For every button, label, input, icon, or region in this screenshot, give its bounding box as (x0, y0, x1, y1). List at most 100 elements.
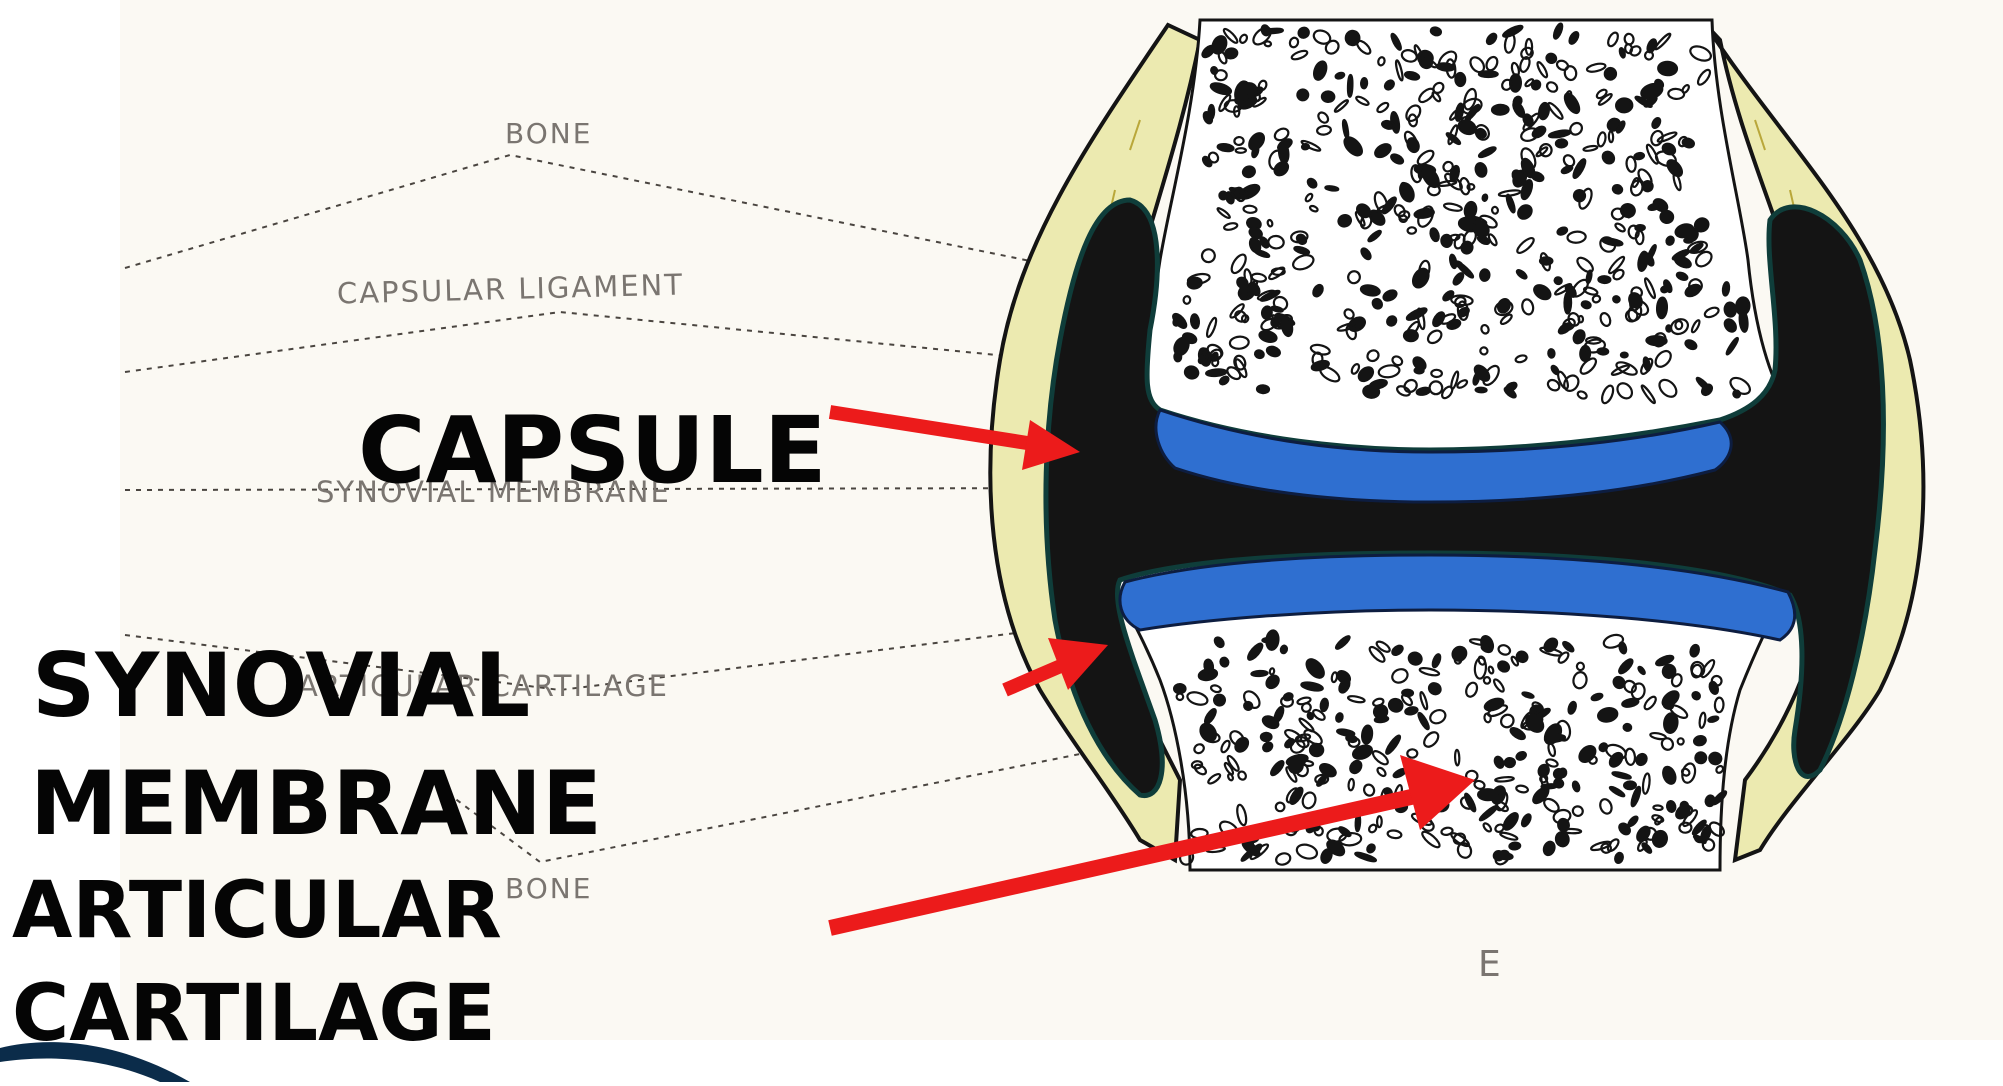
trabecula-speck (1627, 815, 1639, 828)
trabecula-speck (1349, 759, 1363, 775)
trabecula-speck (1502, 812, 1519, 831)
trabecula-speck (1394, 59, 1404, 82)
trabecula-speck (1277, 138, 1293, 152)
trabecula-speck (1495, 791, 1509, 812)
trabecula-speck (1543, 637, 1559, 653)
trabecula-speck (1173, 682, 1187, 695)
trabecula-speck (1454, 71, 1467, 88)
trabecula-speck (1403, 130, 1419, 151)
trabecula-speck (1651, 814, 1665, 824)
trabecula-speck (1466, 182, 1476, 191)
trabecula-speck (1703, 306, 1720, 319)
trabecula-speck (1572, 329, 1586, 345)
trabecula-speck (1218, 93, 1232, 113)
trabecula-speck (1508, 841, 1522, 851)
trabecula-speck (1300, 681, 1324, 692)
trabecula-speck (1643, 695, 1657, 711)
trabecula-speck (1729, 376, 1752, 395)
trabecula-speck (1451, 645, 1468, 662)
cartilage-lower (1118, 553, 1797, 642)
trabecula-speck (1694, 751, 1708, 765)
trabecula-speck (1708, 751, 1723, 766)
trabecula-speck (1492, 678, 1505, 693)
trabecula-speck (1503, 756, 1516, 769)
trabecula-speck (1597, 707, 1619, 723)
trabecula-speck (1538, 143, 1553, 158)
trabecula-speck (1442, 202, 1463, 212)
trabecula-speck (1273, 127, 1290, 142)
trabecula-speck (1234, 147, 1247, 154)
trabecula-speck (1254, 249, 1271, 259)
trabecula-speck (1256, 289, 1276, 301)
trabecula-speck (1324, 185, 1340, 192)
trabecula-speck (1427, 682, 1442, 696)
trabecula-speck (1700, 825, 1712, 844)
trabecula-speck (1598, 742, 1609, 753)
trabecula-speck (1547, 742, 1557, 758)
trabecula-speck (1516, 237, 1535, 254)
trabecula-speck (1263, 40, 1273, 48)
trabecula-speck (1189, 313, 1201, 330)
trabecula-speck (1637, 665, 1646, 676)
trabecula-speck (1696, 68, 1712, 86)
trabecula-speck (1543, 733, 1567, 744)
trabecula-speck (1496, 297, 1511, 314)
trabecula-speck (1418, 259, 1431, 281)
trabecula-speck (1312, 283, 1324, 298)
trabecula-speck (1641, 772, 1651, 795)
trabecula-speck (1554, 831, 1570, 848)
trabecula-speck (1431, 91, 1442, 103)
trabecula-speck (1347, 777, 1355, 792)
trabecula-speck (1242, 204, 1258, 214)
trabecula-speck (1223, 222, 1239, 231)
trabecula-speck (1628, 292, 1643, 309)
trabecula-speck (1416, 149, 1435, 166)
trabecula-speck (1199, 722, 1218, 743)
trabecula-speck (1510, 655, 1520, 667)
trabecula-speck (1290, 49, 1309, 61)
trabecula-speck (1320, 90, 1336, 104)
trabecula-speck (1285, 787, 1300, 804)
trabecula-speck (1352, 744, 1373, 760)
trabecula-speck (1426, 183, 1441, 197)
trabecula-speck (1442, 290, 1455, 302)
trabecula-speck (1583, 338, 1607, 354)
trabecula-speck (1450, 294, 1474, 307)
label-capsular-ligament: CAPSULAR LIGAMENT (336, 267, 685, 311)
trabecula-speck (1391, 644, 1404, 656)
trabecula-speck (1485, 32, 1498, 46)
trabecula-speck (1238, 33, 1249, 44)
trabecula-speck (1560, 164, 1574, 175)
trabecula-speck (1279, 644, 1289, 655)
trabecula-speck (1200, 248, 1216, 264)
trabecula-speck (1477, 146, 1497, 159)
trabecula-speck (1525, 713, 1545, 733)
trabecula-speck (1313, 825, 1324, 837)
trabecula-speck (1469, 56, 1486, 74)
trabecula-speck (1494, 823, 1505, 833)
trabecula-speck (1647, 202, 1662, 211)
trabecula-speck (1304, 192, 1314, 203)
trabecula-speck (1400, 49, 1418, 63)
trabecula-speck (1265, 345, 1281, 358)
trabecula-speck (1621, 697, 1640, 708)
trabecula-speck (1207, 773, 1222, 785)
trabecula-speck (1357, 366, 1375, 383)
trabecula-speck (1616, 382, 1634, 400)
trabecula-speck (1380, 119, 1396, 130)
trabecula-speck (1234, 736, 1250, 753)
trabecula-speck (1270, 267, 1286, 277)
trabecula-speck (1375, 640, 1391, 653)
trabecula-speck (1474, 124, 1490, 141)
trabecula-speck (1689, 45, 1712, 62)
trabecula-speck (1373, 715, 1390, 724)
trabecula-speck (1383, 79, 1395, 91)
trabecula-speck (1268, 667, 1276, 676)
trabecula-speck (1505, 193, 1516, 214)
trabecula-speck (1385, 734, 1402, 755)
trabecula-speck (1220, 739, 1231, 754)
trabecula-speck (1376, 766, 1387, 778)
trabecula-speck (1354, 851, 1378, 863)
trabecula-speck (1665, 235, 1675, 246)
trabecula-speck (1681, 762, 1697, 784)
